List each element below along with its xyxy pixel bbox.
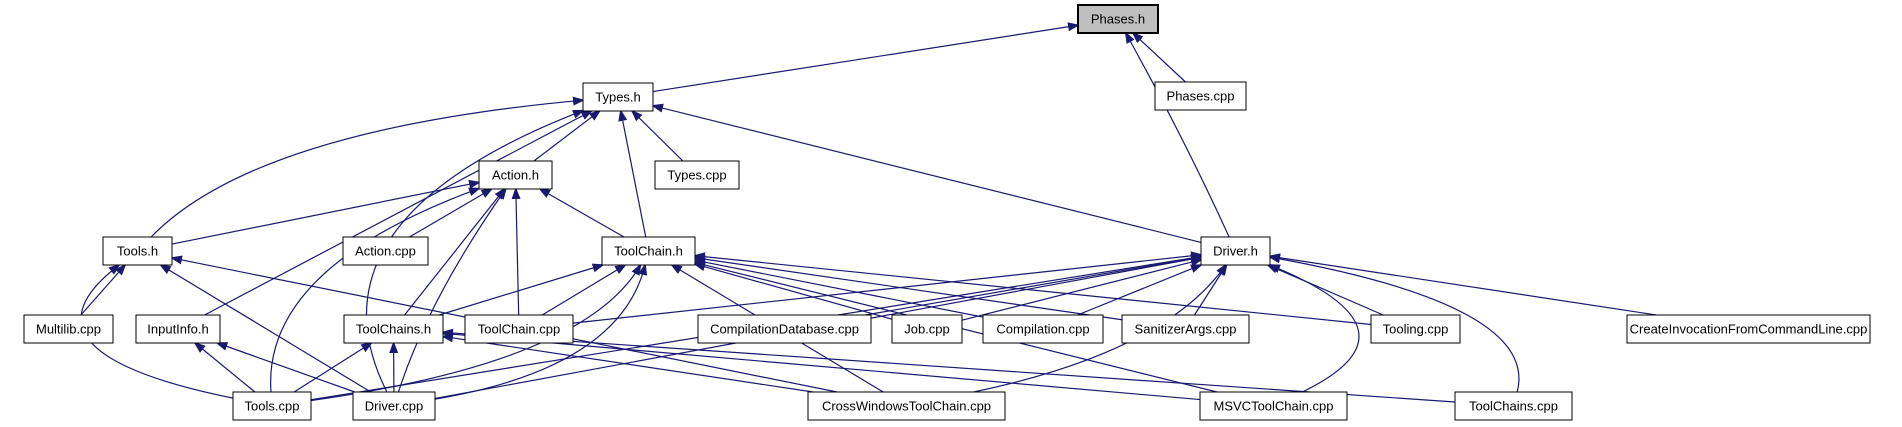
node-toolchains-h[interactable]: ToolChains.h (343, 314, 444, 344)
edge-driver-cpp-to-tools-h (158, 263, 372, 393)
edge-action-cpp-to-action-h (409, 187, 494, 238)
node-box-createinvocationfromcommandline-cpp[interactable] (1626, 314, 1871, 344)
edge-msvctoolchain-cpp-to-toolchains-h (441, 329, 1201, 401)
edge-driver-cpp-to-action-h (397, 187, 507, 393)
node-driver-h[interactable]: Driver.h (1200, 236, 1271, 266)
node-box-phases-h[interactable] (1077, 4, 1159, 34)
edge-sanitizerargs-cpp-to-driver-h (1193, 263, 1228, 316)
edge-multilib-cpp-to-tools-h (80, 263, 127, 316)
node-toolchain-cpp[interactable]: ToolChain.cpp (464, 314, 574, 344)
edge-types-cpp-to-types-h (630, 109, 684, 162)
node-createinvocationfromcommandline-cpp[interactable]: CreateInvocationFromCommandLine.cpp (1626, 314, 1871, 344)
node-driver-cpp[interactable]: Driver.cpp (352, 391, 436, 421)
node-box-tools-cpp[interactable] (232, 391, 312, 421)
node-crosswindowstoolchain-cpp[interactable]: CrossWindowsToolChain.cpp (807, 391, 1006, 421)
edge-toolchain-cpp-to-toolchain-h (541, 263, 627, 316)
node-box-crosswindowstoolchain-cpp[interactable] (807, 391, 1006, 421)
edge-tools-h-to-action-h (171, 179, 481, 245)
node-box-action-h[interactable] (478, 160, 553, 190)
edge-crosswindowstoolchain-cpp-to-toolchains-h (441, 333, 814, 393)
node-box-toolchain-cpp[interactable] (464, 314, 574, 344)
edge-driver-cpp-to-inputinfo-h (215, 342, 355, 393)
edge-toolchains-cpp-to-driver-h (1268, 254, 1520, 393)
node-job-cpp[interactable]: Job.cpp (891, 314, 963, 344)
edge-toolchain-cpp-to-action-h (511, 187, 521, 316)
node-box-multilib-cpp[interactable] (23, 314, 114, 344)
edges-layer (80, 22, 1657, 403)
edge-tools-h-to-types-h (150, 96, 585, 238)
node-msvctoolchain-cpp[interactable]: MSVCToolChain.cpp (1199, 391, 1348, 421)
node-box-tooling-cpp[interactable] (1370, 314, 1461, 344)
node-box-types-cpp[interactable] (654, 160, 740, 190)
node-toolchain-h[interactable]: ToolChain.h (601, 236, 696, 266)
edge-tools-cpp-to-toolchains-h (293, 341, 374, 393)
node-multilib-cpp[interactable]: Multilib.cpp (23, 314, 114, 344)
edge-compilation-cpp-to-driver-h (1077, 264, 1203, 316)
edge-compilation-cpp-to-toolchain-h (693, 257, 984, 318)
edge-toolchain-h-to-action-h (538, 188, 625, 238)
node-phases-cpp[interactable]: Phases.cpp (1154, 81, 1247, 111)
edge-compilationdatabase-cpp-to-driver-h (865, 254, 1203, 316)
node-tooling-cpp[interactable]: Tooling.cpp (1370, 314, 1461, 344)
node-tools-cpp[interactable]: Tools.cpp (232, 391, 312, 421)
node-tools-h[interactable]: Tools.h (102, 236, 173, 266)
node-box-driver-h[interactable] (1200, 236, 1271, 266)
node-box-job-cpp[interactable] (891, 314, 963, 344)
edge-driver-h-to-types-h (651, 103, 1202, 243)
edge-types-h-to-phases-h (652, 22, 1080, 93)
node-inputinfo-h[interactable]: InputInfo.h (135, 314, 221, 344)
edge-phases-cpp-to-phases-h (1131, 31, 1186, 83)
edge-job-cpp-to-driver-h (961, 257, 1203, 321)
node-box-toolchains-cpp[interactable] (1454, 391, 1573, 421)
edge-job-cpp-to-toolchain-h (693, 262, 893, 320)
node-types-cpp[interactable]: Types.cpp (654, 160, 740, 190)
edge-toolchains-cpp-to-toolchains-h (441, 328, 1456, 403)
edge-inputinfo-h-to-types-h (204, 110, 594, 316)
edge-driver-h-to-phases-h (1124, 31, 1230, 238)
edge-toolchains-h-to-action-h (404, 187, 506, 316)
edge-tools-cpp-to-action-h (270, 187, 481, 393)
node-box-sanitizerargs-cpp[interactable] (1121, 314, 1250, 344)
node-sanitizerargs-cpp[interactable]: SanitizerArgs.cpp (1121, 314, 1250, 344)
node-box-toolchain-h[interactable] (601, 236, 696, 266)
node-box-driver-cpp[interactable] (352, 391, 436, 421)
edge-tools-cpp-to-inputinfo-h (193, 341, 256, 393)
node-box-toolchains-h[interactable] (343, 314, 444, 344)
node-action-h[interactable]: Action.h (478, 160, 553, 190)
edge-createinvocationfromcommandline-cpp-to-driver-h (1268, 253, 1657, 316)
node-box-msvctoolchain-cpp[interactable] (1199, 391, 1348, 421)
edge-toolchain-h-to-types-h (618, 109, 647, 238)
edge-sanitizerargs-cpp-to-toolchain-h (693, 254, 1123, 321)
edge-toolchain-cpp-to-driver-h (572, 251, 1203, 324)
node-types-h[interactable]: Types.h (582, 82, 654, 112)
node-box-compilationdatabase-cpp[interactable] (697, 314, 872, 344)
node-compilationdatabase-cpp[interactable]: CompilationDatabase.cpp (697, 314, 872, 344)
node-box-phases-cpp[interactable] (1154, 81, 1247, 111)
edge-tooling-cpp-to-driver-h (1265, 264, 1384, 316)
node-box-compilation-cpp[interactable] (982, 314, 1104, 344)
node-compilation-cpp[interactable]: Compilation.cpp (982, 314, 1104, 344)
node-box-action-cpp[interactable] (342, 236, 429, 266)
node-toolchains-cpp[interactable]: ToolChains.cpp (1454, 391, 1573, 421)
node-box-tools-h[interactable] (102, 236, 173, 266)
node-phases-h[interactable]: Phases.h (1077, 4, 1159, 34)
node-box-inputinfo-h[interactable] (135, 314, 221, 344)
edge-msvctoolchain-cpp-to-driver-h (1268, 264, 1360, 393)
edge-toolchains-h-to-toolchain-h (439, 263, 605, 316)
node-box-types-h[interactable] (582, 82, 654, 112)
node-action-cpp[interactable]: Action.cpp (342, 236, 429, 266)
edge-tooling-cpp-to-toolchain-h (693, 252, 1372, 326)
